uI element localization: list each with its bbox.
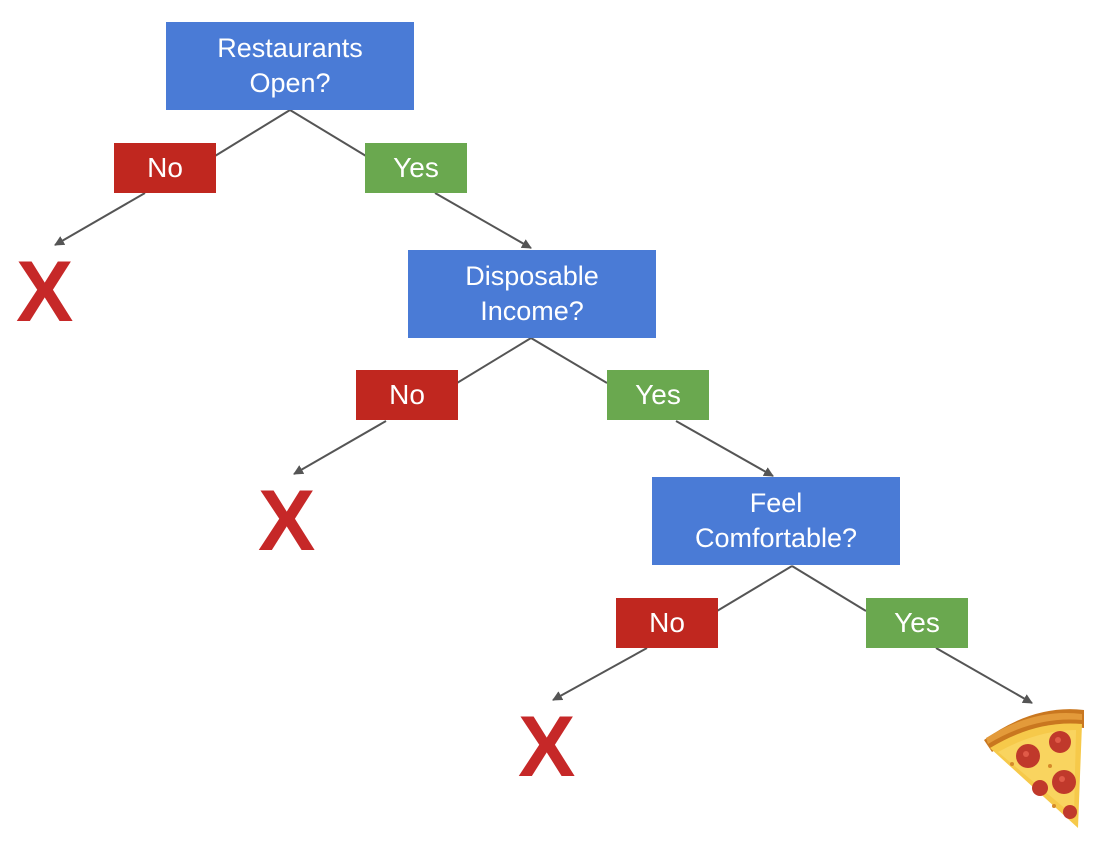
node-feel-comfortable-line-1: Feel bbox=[749, 488, 803, 518]
x-outcome-2: X bbox=[258, 473, 316, 569]
pizza-icon bbox=[984, 709, 1084, 828]
node-restaurants-open: Restaurants Open? bbox=[166, 22, 414, 110]
edge-root-no bbox=[214, 109, 291, 157]
x-outcome-1: X bbox=[16, 244, 74, 340]
edge-root-yes bbox=[289, 109, 367, 157]
label-no-1: No bbox=[114, 143, 216, 193]
edge-income-no bbox=[456, 337, 532, 384]
edge-yes-income bbox=[434, 192, 532, 249]
node-restaurants-open-line-2: Open? bbox=[249, 68, 331, 98]
node-restaurants-open-line-1: Restaurants bbox=[217, 33, 363, 63]
node-feel-comfortable: Feel Comfortable? bbox=[652, 477, 900, 565]
node-disposable-income-line-2: Income? bbox=[480, 296, 584, 326]
edge-income-yes bbox=[530, 337, 608, 384]
edge-yes-comfortable bbox=[675, 420, 774, 477]
edge-yes-pizza bbox=[935, 647, 1033, 704]
label-no-2: No bbox=[356, 370, 458, 420]
edge-comfortable-yes bbox=[791, 565, 867, 612]
edge-comfortable-no bbox=[716, 565, 793, 612]
label-yes-2: Yes bbox=[607, 370, 709, 420]
x-outcome-3: X bbox=[518, 699, 576, 795]
edge-no-x1 bbox=[54, 192, 146, 246]
node-feel-comfortable-line-2: Comfortable? bbox=[694, 523, 858, 553]
node-disposable-income-line-1: Disposable bbox=[465, 261, 599, 291]
label-yes-1: Yes bbox=[365, 143, 467, 193]
node-disposable-income: Disposable Income? bbox=[408, 250, 656, 338]
label-yes-3: Yes bbox=[866, 598, 968, 648]
label-no-3: No bbox=[616, 598, 718, 648]
edge-no-x3 bbox=[552, 647, 648, 701]
edge-no-x2 bbox=[293, 420, 387, 475]
